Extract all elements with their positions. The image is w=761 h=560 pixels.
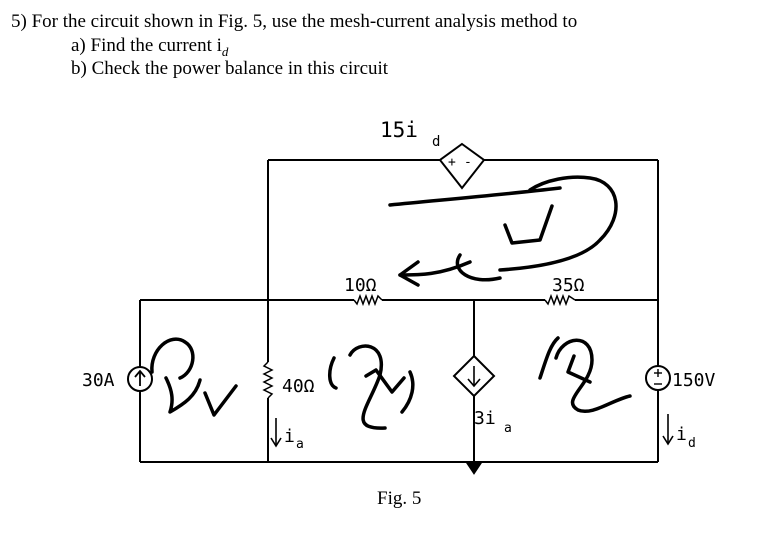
arrow-up-icon — [134, 369, 146, 378]
id-subscript: d — [688, 436, 696, 451]
r10-resistor — [353, 293, 383, 307]
mesh-4-digit — [503, 204, 554, 245]
ia-subscript: a — [296, 437, 304, 452]
mesh-4-arrow-shaft — [398, 260, 472, 277]
mesh-4-top-stroke — [388, 186, 562, 207]
circuit-wires — [139, 159, 659, 463]
mesh-4-loop-right — [498, 175, 618, 272]
handwritten-annotations — [150, 175, 632, 430]
mesh-3-arc — [150, 337, 195, 380]
r40-resistor — [262, 361, 274, 399]
dep-isource-label: 3i — [474, 408, 496, 429]
voltage-source-150v — [645, 365, 671, 391]
part-a-text: a) Find the current i — [71, 35, 222, 56]
problem-part-b: b) Check the power balance in this circu… — [71, 58, 388, 80]
figure-caption: Fig. 5 — [377, 488, 422, 509]
part-b-text: b) Check the power balance in this circu… — [71, 58, 389, 79]
current-source-30a — [127, 366, 153, 392]
mesh-4-arrow-head — [398, 260, 420, 287]
problem-prompt-text: 5) For the circuit shown in Fig. 5, use … — [11, 11, 578, 32]
r40-label: 40Ω — [282, 376, 315, 397]
mesh-2-center-arc-right — [400, 370, 415, 414]
problem-part-a: a) Find the current id — [71, 35, 228, 63]
mesh-2-right-inner — [566, 354, 592, 384]
dependent-vsource-label: 15i — [380, 118, 418, 142]
mesh-2-right-digit — [554, 338, 632, 414]
mesh-2-center-digit — [348, 344, 387, 430]
id-label: i — [676, 424, 687, 445]
ground-icon — [465, 461, 483, 475]
r10-label: 10Ω — [344, 275, 377, 296]
r35-label: 35Ω — [552, 275, 585, 296]
arrow-down-icon — [270, 437, 282, 448]
arrow-down-icon — [662, 435, 674, 446]
voltage-source-circle — [645, 365, 671, 391]
dependent-voltage-source-diamond — [438, 142, 486, 190]
part-a-subscript: d — [221, 43, 229, 59]
dep-isource-subscript: a — [504, 421, 512, 436]
mesh-3-arrow — [203, 384, 238, 417]
mesh-4-loop-left — [455, 253, 502, 282]
dependent-current-source — [452, 354, 496, 398]
dependent-voltage-source: + - — [438, 142, 486, 190]
mesh-2-right-arc — [538, 336, 560, 380]
arrow-down-icon — [467, 378, 481, 388]
dependent-vsource-subscript: d — [432, 134, 440, 150]
ia-current-arrow — [270, 418, 282, 448]
vsource-label: 150V — [672, 370, 716, 391]
mesh-2-center-arrow — [364, 368, 406, 394]
r35-resistor — [544, 293, 576, 307]
id-current-arrow — [662, 414, 674, 446]
dependent-vsource-minus: - — [464, 155, 472, 170]
mesh-2-center-arc — [328, 356, 338, 390]
isource-label: 30A — [82, 370, 115, 391]
mesh-3-digit — [164, 376, 202, 414]
ia-label: i — [284, 426, 295, 447]
dependent-vsource-plus: + — [448, 155, 456, 170]
problem-prompt: 5) For the circuit shown in Fig. 5, use … — [11, 11, 577, 33]
